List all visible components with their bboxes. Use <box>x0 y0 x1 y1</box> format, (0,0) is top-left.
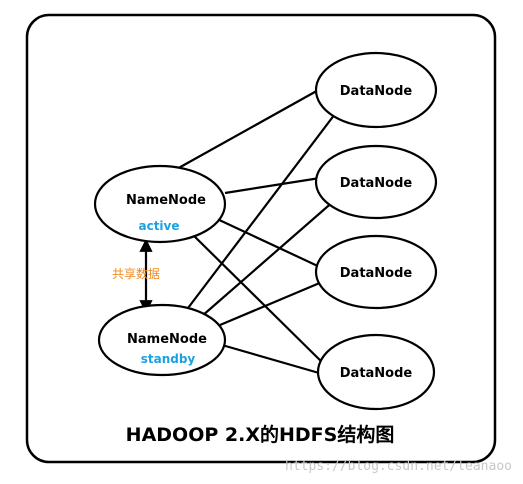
namenode-standby-status: standby <box>141 352 196 366</box>
namenode-active-ellipse <box>93 164 227 244</box>
datanode-1-label: DataNode <box>340 84 413 99</box>
connections <box>174 87 339 377</box>
link-active-datanode-4 <box>189 231 331 371</box>
diagram-title: HADOOP 2.X的HDFS结构图 <box>126 423 395 446</box>
datanode-4-ellipse <box>316 333 436 411</box>
namenode-standby-ellipse <box>97 303 227 377</box>
datanode-2-ellipse <box>314 144 438 220</box>
datanode-2: DataNode <box>314 144 438 220</box>
link-standby-datanode-3 <box>219 280 323 327</box>
namenode-standby: NameNode standby <box>97 303 227 377</box>
datanode-1: DataNode <box>314 51 438 129</box>
namenode-active-label: NameNode <box>126 193 206 208</box>
link-active-datanode-2 <box>224 176 321 195</box>
datanode-3: DataNode <box>314 234 438 310</box>
datanode-3-ellipse <box>314 234 438 310</box>
datanode-3-label: DataNode <box>340 266 413 281</box>
link-standby-datanode-2 <box>201 199 336 317</box>
link-active-datanode-3 <box>214 217 323 269</box>
namenode-active: NameNode active <box>93 164 227 244</box>
datanode-4: DataNode <box>316 333 436 411</box>
link-standby-datanode-1 <box>184 109 339 313</box>
datanode-4-label: DataNode <box>340 366 413 381</box>
namenode-active-status: active <box>138 219 179 233</box>
link-standby-datanode-4 <box>221 343 327 377</box>
datanode-1-ellipse <box>314 51 438 129</box>
datanode-2-label: DataNode <box>340 176 413 191</box>
link-active-datanode-1 <box>174 87 323 171</box>
watermark-text: https://blog.csdn.net/leanaoo <box>285 459 512 474</box>
namenode-standby-label: NameNode <box>127 332 207 347</box>
shared-data-label: 共享数据 <box>112 266 160 281</box>
